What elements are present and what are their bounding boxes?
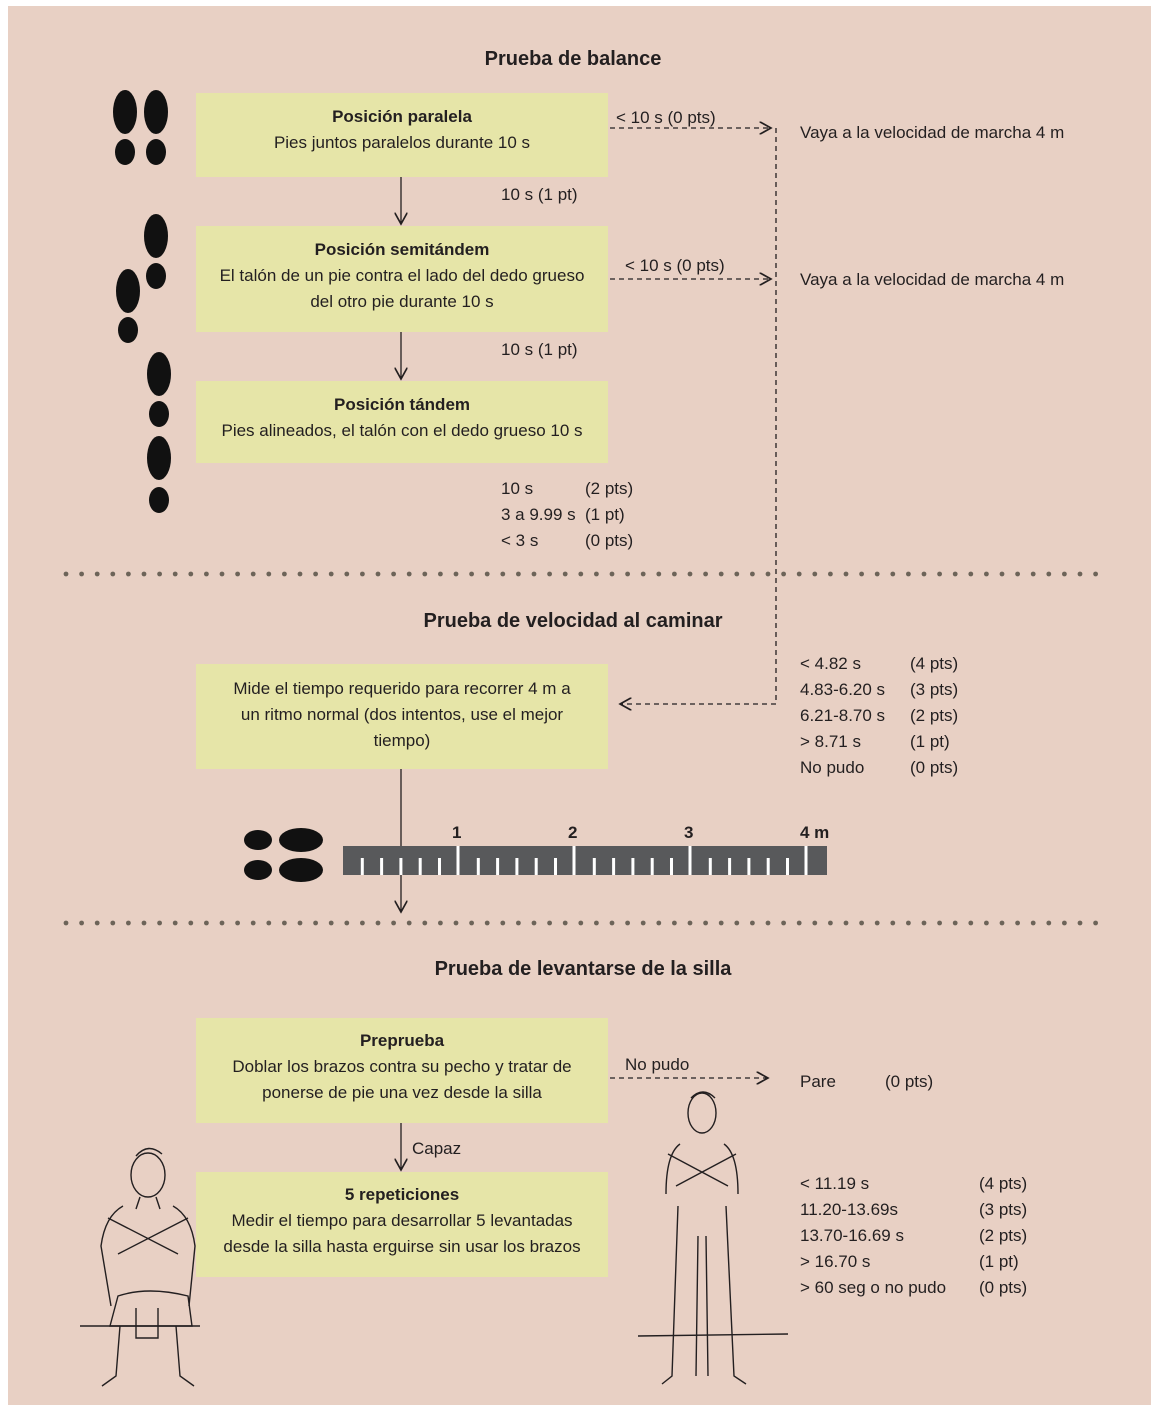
box-semitandem-desc: El talón de un pie contra el lado del de… bbox=[219, 266, 585, 311]
chair-score-time: < 11.19 s bbox=[800, 1174, 870, 1193]
tandem-score-pts: (1 pt) bbox=[585, 505, 625, 524]
gait-score-pts: (2 pts) bbox=[910, 706, 959, 725]
chair-score-time: 13.70-16.69 s bbox=[800, 1226, 904, 1245]
chair-score-time: > 16.70 s bbox=[800, 1252, 871, 1271]
chair-score-pts: (1 pt) bbox=[979, 1252, 1019, 1271]
tandem-score-time: 10 s bbox=[501, 479, 534, 498]
stop-points: (0 pts) bbox=[885, 1072, 934, 1091]
box-tandem: Posición tándem Pies alineados, el talón… bbox=[196, 381, 608, 463]
box-repetitions-title: 5 repeticiones bbox=[344, 1185, 460, 1204]
box-parallel-desc: Pies juntos paralelos durante 10 s bbox=[273, 133, 531, 152]
ruler-label-1: 1 bbox=[452, 823, 462, 842]
chair-score-time: 11.20-13.69s bbox=[800, 1200, 898, 1219]
footprints-tandem-icon bbox=[147, 352, 171, 513]
tandem-score-pts: (0 pts) bbox=[585, 531, 634, 550]
gait-score-points: (4 pts) (3 pts) (2 pts) (1 pt) (0 pts) bbox=[910, 651, 958, 781]
gait-score-time: 6.21-8.70 s bbox=[800, 706, 886, 725]
gait-title: Prueba de velocidad al caminar bbox=[423, 610, 723, 632]
stop-label: Pare bbox=[800, 1072, 836, 1091]
fail-label-parallel: < 10 s (0 pts) bbox=[616, 108, 716, 127]
pass-label-semitandem: 10 s (1 pt) bbox=[501, 340, 578, 359]
gait-score-pts: (3 pts) bbox=[910, 680, 959, 699]
chair-title: Prueba de levantarse de la silla bbox=[434, 958, 732, 980]
balance-title: Prueba de balance bbox=[484, 48, 662, 70]
pass-label-parallel: 10 s (1 pt) bbox=[501, 185, 578, 204]
box-tandem-title: Posición tándem bbox=[333, 395, 471, 414]
chair-score-pts: (0 pts) bbox=[979, 1278, 1028, 1297]
box-parallel-title: Posición paralela bbox=[332, 107, 472, 126]
ruler-4m bbox=[343, 846, 827, 875]
seated-man-illustration bbox=[80, 1147, 200, 1387]
gait-score-pts: (0 pts) bbox=[910, 758, 959, 777]
fail-label-semitandem: < 10 s (0 pts) bbox=[625, 256, 725, 275]
gait-score-pts: (1 pt) bbox=[910, 732, 950, 751]
chair-score-pts: (3 pts) bbox=[979, 1200, 1028, 1219]
chair-score-pts: (4 pts) bbox=[979, 1174, 1028, 1193]
gait-score-pts: (4 pts) bbox=[910, 654, 959, 673]
box-semitandem-title: Posición semitándem bbox=[314, 240, 490, 259]
box-parallel: Posición paralela Pies juntos paralelos … bbox=[196, 93, 608, 177]
tandem-score-points: (2 pts) (1 pt) (0 pts) bbox=[585, 476, 633, 554]
footprints-semitandem-icon bbox=[116, 214, 168, 343]
box-pretest-desc: Doblar los brazos contra su pecho y trat… bbox=[232, 1057, 572, 1102]
box-tandem-desc: Pies alineados, el talón con el dedo gru… bbox=[221, 421, 583, 440]
gait-score-time: No pudo bbox=[800, 758, 865, 777]
goto-gait-label-1: Vaya a la velocidad de marcha 4 m bbox=[800, 123, 1065, 142]
page: Prueba de balance Posición paralela Pies… bbox=[8, 6, 1151, 1405]
chair-score-points: (4 pts) (3 pts) (2 pts) (1 pt) (0 pts) bbox=[979, 1171, 1027, 1301]
box-gait-text: Mide el tiempo requerido para recorrer 4… bbox=[233, 679, 571, 750]
box-repetitions: 5 repeticiones Medir el tiempo para desa… bbox=[196, 1172, 608, 1277]
flow-connectors bbox=[63, 90, 1098, 1387]
box-pretest-title: Preprueba bbox=[359, 1031, 445, 1050]
tandem-score-pts: (2 pts) bbox=[585, 479, 634, 498]
ruler-label-2: 2 bbox=[568, 823, 578, 842]
chair-score-times: < 11.19 s 11.20-13.69s 13.70-16.69 s > 1… bbox=[800, 1171, 946, 1301]
tandem-score-time: < 3 s bbox=[501, 531, 539, 550]
box-pretest: Preprueba Doblar los brazos contra su pe… bbox=[196, 1018, 608, 1123]
gait-score-time: 4.83-6.20 s bbox=[800, 680, 886, 699]
tandem-score-times: 10 s 3 a 9.99 s < 3 s bbox=[501, 476, 576, 554]
separator-dots-2 bbox=[63, 920, 1098, 926]
ruler-label-3: 3 bbox=[684, 823, 694, 842]
ruler-label-4m: 4 m bbox=[800, 823, 830, 842]
pass-label-pretest: Capaz bbox=[412, 1139, 462, 1158]
separator-dots-1 bbox=[63, 571, 1098, 577]
chair-score-time: > 60 seg o no pudo bbox=[800, 1278, 947, 1297]
gait-score-time: < 4.82 s bbox=[800, 654, 861, 673]
gait-score-times: < 4.82 s 4.83-6.20 s 6.21-8.70 s > 8.71 … bbox=[800, 651, 885, 781]
box-gait: Mide el tiempo requerido para recorrer 4… bbox=[196, 664, 608, 769]
gait-score-time: > 8.71 s bbox=[800, 732, 861, 751]
footprints-parallel-icon bbox=[113, 90, 168, 165]
box-repetitions-desc: Medir el tiempo para desarrollar 5 levan… bbox=[223, 1211, 581, 1256]
standing-man-illustration bbox=[637, 1091, 789, 1385]
box-semitandem: Posición semitándem El talón de un pie c… bbox=[196, 226, 608, 332]
tandem-score-time: 3 a 9.99 s bbox=[501, 505, 576, 524]
goto-gait-label-2: Vaya a la velocidad de marcha 4 m bbox=[800, 270, 1065, 289]
footprints-walk-icon bbox=[244, 828, 323, 882]
chair-score-pts: (2 pts) bbox=[979, 1226, 1028, 1245]
fail-label-pretest: No pudo bbox=[625, 1055, 690, 1074]
